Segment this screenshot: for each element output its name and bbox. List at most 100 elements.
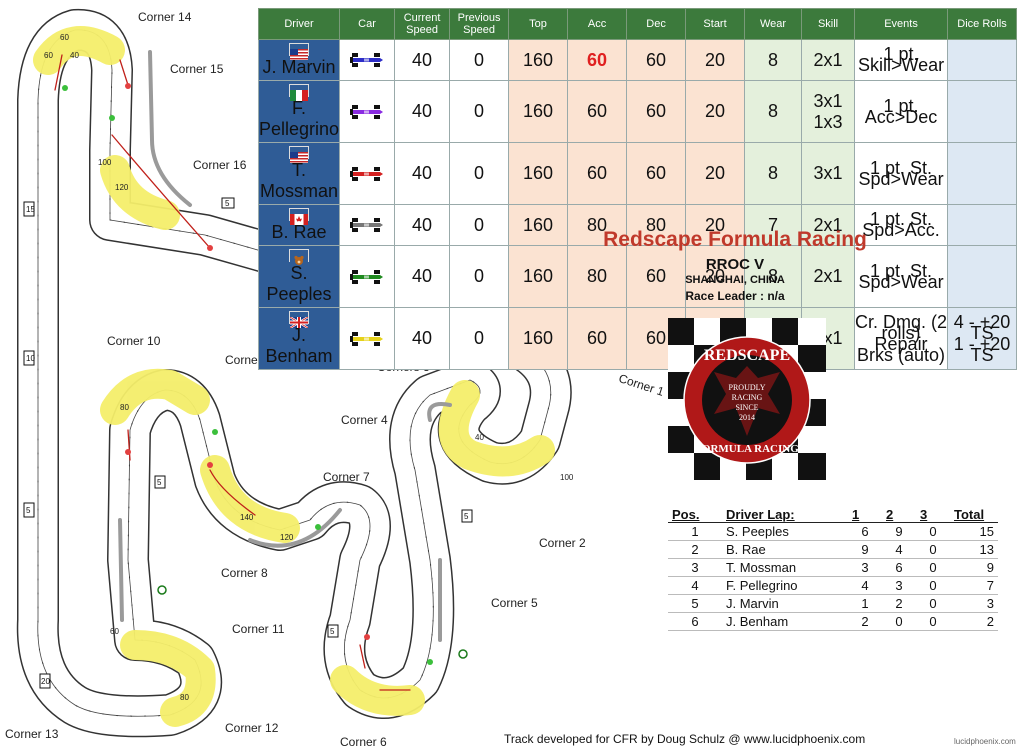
driver-name: S. Peeples [266, 263, 332, 304]
footer-credit: Track developed for CFR by Doug Schulz @… [504, 732, 866, 746]
current-speed: 40 [394, 80, 451, 143]
col-dice-rolls: Dice Rolls [947, 8, 1018, 40]
deceleration: 80 [626, 204, 687, 246]
acceleration: 80 [567, 204, 628, 246]
wear: 8 [744, 39, 803, 81]
col-car: Car [339, 8, 396, 40]
marker-5b: 5 [225, 199, 230, 208]
redscape-logo: REDSCAPE PROUDLY RACING SINCE 2014 FORMU… [668, 318, 826, 480]
usa-flag-icon [289, 43, 310, 60]
svg-text:SINCE: SINCE [735, 403, 758, 412]
position: 5 [668, 594, 722, 613]
wear: 7 [744, 204, 803, 246]
svg-text:PROUDLY: PROUDLY [729, 383, 766, 392]
corner-11-label: Corner 11 [232, 622, 285, 636]
col-events: Events [854, 8, 949, 40]
total-points: 15 [950, 522, 998, 541]
top-speed: 160 [508, 307, 569, 370]
lap-3-points: 0 [916, 612, 950, 631]
car-cell [339, 142, 396, 205]
svg-text:80: 80 [120, 403, 129, 412]
corner-15-label: Corner 15 [170, 62, 224, 76]
driver-cell: J. Marvin [257, 39, 341, 81]
acceleration: 60 [567, 80, 628, 143]
start: 20 [685, 80, 746, 143]
logo-bottom-text: FORMULA RACING [695, 443, 799, 455]
previous-speed: 0 [449, 80, 510, 143]
table-header-row: Driver Car Current Speed Previous Speed … [257, 8, 1018, 40]
corner-6-label: Corner 6 [340, 735, 387, 749]
svg-text:120: 120 [280, 533, 294, 542]
marker-5e: 5 [330, 627, 335, 636]
car-cell [339, 245, 396, 308]
driver-cell: B. Rae [257, 204, 341, 246]
lap-1-points: 1 [848, 594, 882, 613]
acceleration: 60 [567, 142, 628, 205]
standings-header-row: Pos. Driver Lap: 1 2 3 Total [668, 506, 998, 523]
driver-cell: J. Benham [257, 307, 341, 370]
start: 20 [685, 204, 746, 246]
driver-name: F. Pellegrino [722, 576, 848, 595]
driver-name: J. Marvin [262, 57, 336, 77]
total-points: 9 [950, 558, 998, 577]
position: 3 [668, 558, 722, 577]
driver-status-table: Driver Car Current Speed Previous Speed … [257, 8, 1018, 370]
events: 1 pt. Acc>Dec [854, 80, 949, 143]
driver-name: T. Mossman [722, 558, 848, 577]
deceleration: 60 [626, 39, 687, 81]
marker-10: 10 [26, 354, 35, 363]
driver-name: J. Marvin [722, 594, 848, 613]
svg-text:60: 60 [110, 627, 119, 636]
col-current-speed: Current Speed [394, 8, 451, 40]
skill: 2x1 [801, 245, 856, 308]
events: Cr. Dmg. (2 rolls) Repair Brks (auto) [854, 307, 949, 370]
svg-text:40: 40 [475, 433, 484, 442]
table-row: J. Benham40016060602083x1Cr. Dmg. (2 rol… [257, 307, 1018, 370]
skill: 2x1 [801, 204, 856, 246]
lap-3-points: 0 [916, 576, 950, 595]
acceleration: 80 [567, 245, 628, 308]
driver-cell: F. Pellegrino [257, 80, 341, 143]
dice-rolls [947, 245, 1018, 308]
lap-2-points: 0 [882, 612, 916, 631]
car-cell [339, 307, 396, 370]
race-car-icon [340, 53, 394, 67]
wear: 8 [744, 80, 803, 143]
driver-cell: S. Peeples [257, 245, 341, 308]
dice-rolls: 4 - +20 TS 1 - +20 TS [947, 307, 1018, 370]
lap-3-points: 0 [916, 558, 950, 577]
corner-13-label: Corner 13 [5, 727, 59, 741]
svg-text:60: 60 [44, 51, 53, 60]
previous-speed: 0 [449, 39, 510, 81]
series-name: RROC V [705, 256, 765, 273]
driver-name: J. Benham [265, 325, 333, 366]
position: 4 [668, 576, 722, 595]
dice-rolls [947, 39, 1018, 81]
driver-name: J. Benham [722, 612, 848, 631]
corner-2-label: Corner 2 [539, 536, 586, 550]
race-car-icon [340, 331, 394, 346]
position: 2 [668, 540, 722, 559]
marker-15: 15 [26, 205, 35, 214]
col-start: Start [685, 8, 746, 40]
col-dec: Dec [626, 8, 687, 40]
top-speed: 160 [508, 204, 569, 246]
logo-top-text: REDSCAPE [704, 347, 790, 364]
bear-flag-icon [289, 249, 310, 266]
marker-5c: 5 [157, 478, 162, 487]
current-speed: 40 [394, 204, 451, 246]
col-skill: Skill [801, 8, 856, 40]
total-points: 13 [950, 540, 998, 559]
driver-name: B. Rae [722, 540, 848, 559]
lap-2-points: 6 [882, 558, 916, 577]
current-speed: 40 [394, 142, 451, 205]
deceleration: 60 [626, 245, 687, 308]
race-car-icon [340, 218, 394, 232]
corner-7-label: Corner 7 [323, 470, 370, 484]
